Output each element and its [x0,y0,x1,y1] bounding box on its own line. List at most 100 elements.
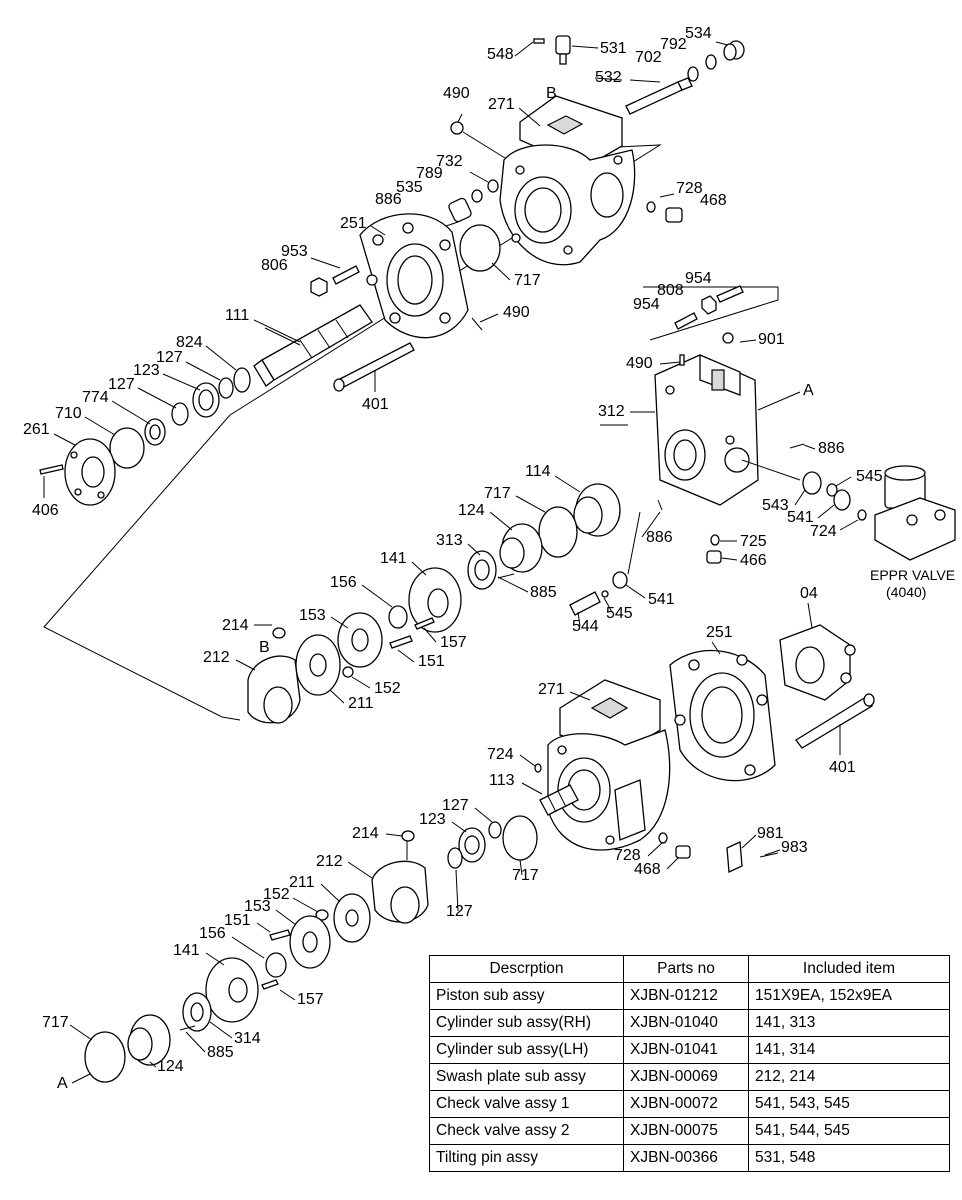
part-label: 113 [489,772,515,789]
part-label: 127 [156,349,183,366]
part-label: 535 [396,179,423,196]
row-included-item: 531, 548 [748,1144,950,1172]
studs-954-808 [674,285,744,344]
valve-cover-251-lower [669,649,776,782]
eppr-valve-label: EPPR VALVE [870,567,955,583]
cylinder-assembly-upper [295,483,621,696]
part-label: 792 [660,36,687,53]
part-label: 886 [818,440,845,457]
part-label: 212 [316,853,343,870]
row-description: Swash plate sub assy [429,1063,624,1091]
table-row: Cylinder sub assy(LH) XJBN-01041 141, 31… [429,1036,950,1064]
part-label: 885 [530,584,557,601]
plug-466 [706,550,722,564]
part-label: 724 [487,746,514,763]
eppr-valve-code: (4040) [886,584,926,600]
table-row: Piston sub assy XJBN-01212 151X9EA, 152x… [429,982,950,1010]
bolt-401-lower [795,693,875,749]
bolt-401-upper [333,342,415,392]
part-label: 732 [436,153,463,170]
part-label: B [546,85,557,102]
part-label: 468 [700,192,727,209]
part-label: 271 [488,96,515,113]
part-label: 152 [374,680,401,697]
part-label: 211 [289,874,315,891]
part-label: 545 [606,605,633,622]
part-label: 151 [418,653,445,670]
row-parts-no: XJBN-01212 [623,982,749,1010]
valve-cover-251-upper [359,213,469,339]
part-label: 313 [436,532,463,549]
row-included-item: 541, 543, 545 [748,1090,950,1118]
part-label: 981 [757,825,784,842]
part-label: 885 [207,1044,234,1061]
seals-732-789-535 [439,171,499,229]
part-label: 490 [503,304,530,321]
part-label: 127 [446,903,473,920]
table-row: Swash plate sub assy XJBN-00069 212, 214 [429,1063,950,1091]
part-label: 901 [758,331,785,348]
part-label: 468 [634,861,661,878]
header-description: Descrption [429,955,624,983]
plate-981-983 [726,841,779,873]
part-label: 710 [55,405,82,422]
parts-table: Descrption Parts no Included item Piston… [429,955,950,1172]
row-description: Tilting pin assy [429,1144,624,1172]
part-label: B [259,639,270,656]
row-included-item: 141, 313 [748,1009,950,1037]
part-label: 466 [740,552,767,569]
part-label: 114 [525,463,551,480]
plug-468-upper [646,193,683,223]
part-label: 886 [375,191,402,208]
part-label: 534 [685,25,712,42]
part-label: 156 [199,925,226,942]
part-label: 314 [234,1030,261,1047]
part-label: 152 [263,886,290,903]
swash-plate-212-lower [371,830,429,924]
row-description: Cylinder sub assy(RH) [429,1009,624,1037]
table-row: Check valve assy 2 XJBN-00075 541, 544, … [429,1117,950,1145]
upper-assembly-frame [43,144,779,721]
header-parts-no: Parts no [623,955,749,983]
part-label: 490 [443,85,470,102]
pin-886-mid [657,499,663,511]
o-ring-724-lower [534,763,542,773]
tilting-pin-531 [514,35,599,65]
table-row: Tilting pin assy XJBN-00366 531, 548 [429,1144,950,1172]
pin-490-block [679,354,685,366]
part-label: 04 [800,585,818,602]
pin-490-mid [471,317,483,331]
part-label: 157 [440,634,467,651]
part-label: 312 [598,403,625,420]
part-label: 261 [23,421,50,438]
row-parts-no: XJBN-00075 [623,1117,749,1145]
part-label: 543 [762,497,789,514]
row-parts-no: XJBN-01041 [623,1036,749,1064]
part-label: 141 [173,942,200,959]
part-label: 141 [380,550,407,567]
part-label: 531 [600,40,627,57]
check-valve-544 [569,511,641,616]
part-label: 702 [635,49,662,66]
port-block-312 [654,354,759,506]
part-label: 401 [829,759,856,776]
part-label: 214 [222,617,249,634]
table-row: Cylinder sub assy(RH) XJBN-01040 141, 31… [429,1009,950,1037]
part-label: 824 [176,334,203,351]
part-label: 541 [648,591,675,608]
part-label: 151 [224,912,251,929]
part-label: 153 [244,898,271,915]
part-label: 954 [685,270,712,287]
shaft-113 [539,784,579,816]
part-label: 544 [572,618,599,635]
pump-housing-271-upper [499,95,636,266]
table-row: Check valve assy 1 XJBN-00072 541, 543, … [429,1090,950,1118]
nut-806-stud-953 [310,265,360,297]
part-label: 251 [706,624,733,641]
part-label: 953 [281,243,308,260]
o-ring-728-lower [658,832,668,844]
part-label: 774 [82,389,109,406]
part-label: 127 [108,376,135,393]
part-label: 127 [442,797,469,814]
screw-532 [594,77,693,115]
